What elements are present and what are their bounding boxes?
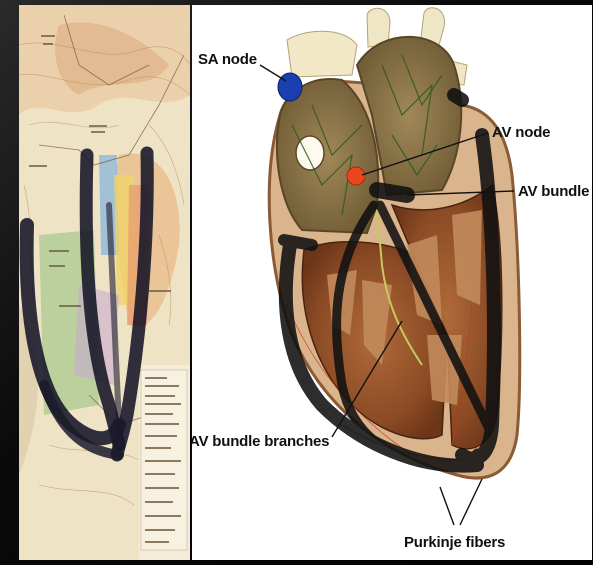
av-bundle-branches-label: AV bundle branches <box>192 433 329 450</box>
heart-diagram-panel: SA node AV node AV bundle AV bundle bran… <box>192 5 592 560</box>
av-node-label: AV node <box>492 124 550 141</box>
av-bundle-label: AV bundle <box>518 183 589 200</box>
purkinje-fibers-label: Purkinje fibers <box>404 534 505 551</box>
map-legend <box>141 370 187 550</box>
sa-node <box>278 73 302 101</box>
topographic-map <box>19 5 190 560</box>
heart-illustration <box>192 5 592 560</box>
av-node <box>347 167 365 185</box>
map-panel <box>19 5 190 560</box>
sa-node-label: SA node <box>198 51 257 68</box>
